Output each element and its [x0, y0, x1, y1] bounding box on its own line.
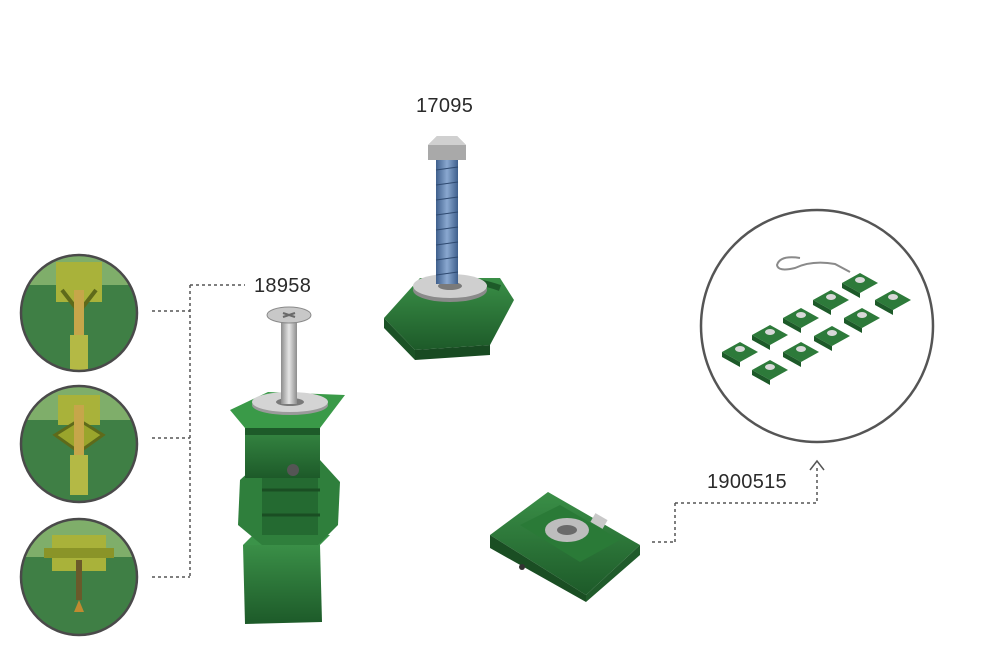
slot-nut-part: [490, 492, 640, 602]
arrow-up-icon: [809, 459, 825, 471]
slot-nut-pack-circle: [699, 208, 935, 444]
slot-nut-items: [722, 273, 911, 385]
detail-circle-3: [19, 517, 139, 637]
bolt-base-part: [384, 136, 514, 360]
part-code-1900515: 1900515: [707, 471, 787, 493]
clamp-screw-part: [230, 306, 345, 624]
part-code-17095: 17095: [416, 95, 473, 117]
detail-circle-1: [19, 253, 139, 373]
slot-nut-connector: [652, 468, 818, 543]
part-code-18958: 18958: [254, 275, 311, 297]
detail-connector-lines: [152, 284, 245, 578]
detail-circle-2: [19, 384, 139, 504]
